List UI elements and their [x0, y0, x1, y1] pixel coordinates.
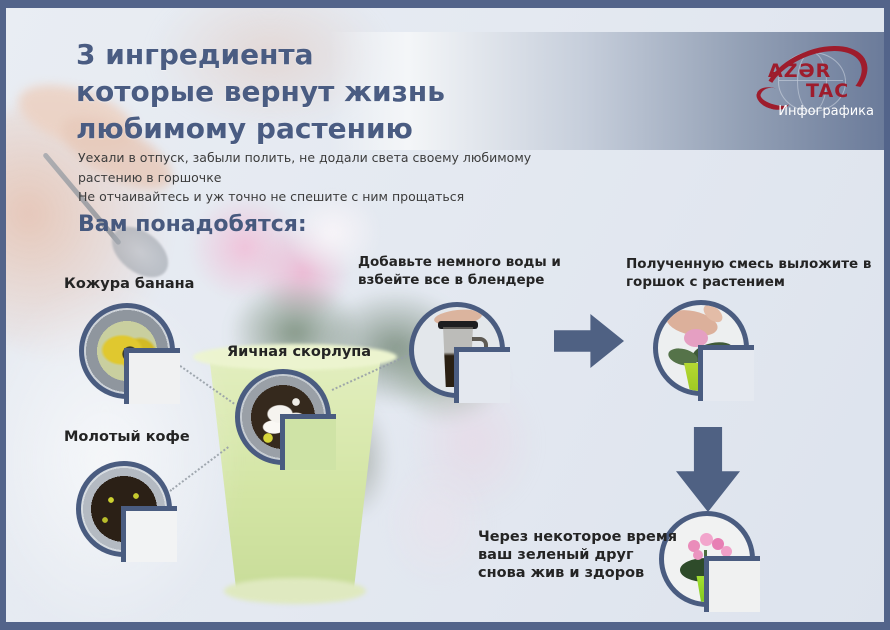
logo-line1: AZƏR [768, 60, 832, 82]
flower-shape [700, 533, 713, 546]
page-title: 3 ингредиента которые вернут жизнь любим… [76, 36, 445, 147]
azertac-logo: AZƏR TAC Инфографика [750, 32, 880, 131]
photo-notch [280, 414, 336, 470]
pot-saucer [224, 578, 366, 604]
intro-line: Уехали в отпуск, забыли полить, не додал… [78, 150, 532, 165]
flower-shape [721, 546, 732, 557]
healthy-plant-photo [659, 511, 760, 612]
blender-lid-shape [438, 321, 478, 329]
intro-text: Уехали в отпуск, забыли полить, не додал… [78, 148, 531, 207]
flower-shape [712, 538, 724, 550]
white-flower-blur [285, 190, 380, 275]
eggshell-photo [235, 369, 336, 470]
ground-coffee-photo [76, 461, 177, 562]
ingredient-label-eggshell: Яичная скорлупа [227, 344, 372, 360]
pot-rim [193, 344, 397, 370]
flower-shape [688, 540, 700, 552]
photo-notch [704, 556, 760, 612]
banana-peel-photo [79, 303, 180, 404]
flower-shape [693, 550, 703, 560]
logo-line2: TAC [806, 80, 850, 102]
photo-notch [698, 345, 754, 401]
blender-photo [409, 302, 510, 403]
title-line: которые вернут жизнь [76, 75, 445, 108]
globe-icon [778, 52, 846, 112]
logo-subtitle: Инфографика [778, 104, 874, 119]
intro-line: растению в горшочке [78, 169, 222, 185]
title-line: любимому растению [76, 112, 413, 145]
photo-notch [121, 506, 177, 562]
ingredient-label-coffee: Молотый кофе [64, 429, 190, 445]
title-line: 3 ингредиента [76, 38, 314, 71]
pink-flower-shape [684, 329, 708, 347]
ingredient-label-banana: Кожура банана [64, 276, 195, 292]
mix-into-pot-photo [653, 300, 754, 401]
faded-flower-blur [385, 460, 490, 585]
photo-notch [124, 348, 180, 404]
photo-notch [454, 347, 510, 403]
you-will-need-heading: Вам понадобятся: [78, 212, 307, 237]
intro-line: Не отчаивайтесь и уж точно не спешите с … [78, 189, 465, 204]
